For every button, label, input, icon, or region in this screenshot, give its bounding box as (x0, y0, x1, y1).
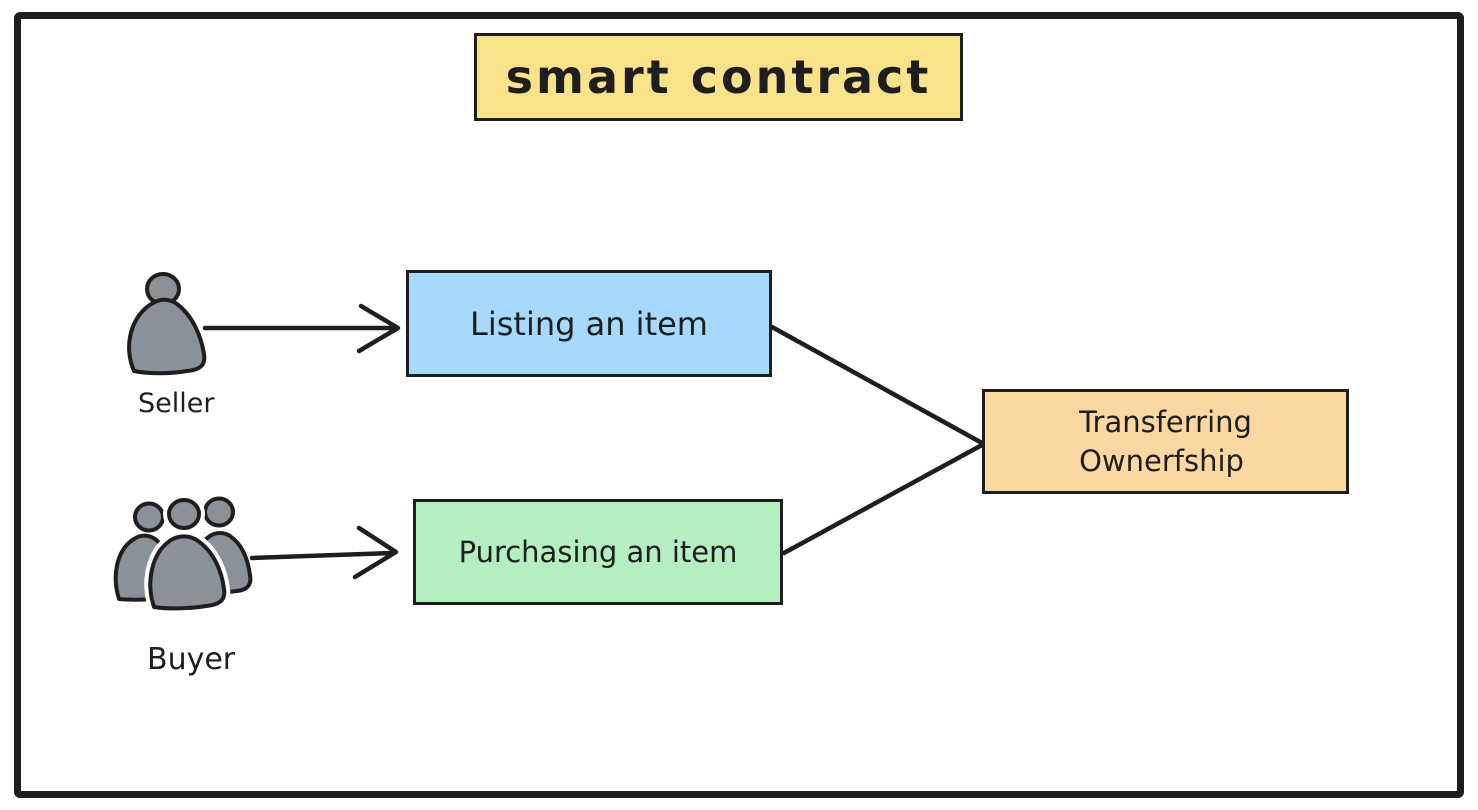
title-box: smart contract (474, 33, 963, 121)
purchasing-label: Purchasing an item (458, 535, 738, 569)
title-label: smart contract (505, 50, 932, 104)
buyer-to-purchasing-arrow (249, 525, 399, 580)
seller-label: Seller (138, 388, 215, 419)
buyer-label: Buyer (147, 642, 236, 677)
listing-to-transferring-line (769, 324, 985, 446)
people-icon (113, 494, 253, 615)
transferring-box: Transferring Ownerfship (982, 389, 1349, 494)
purchasing-to-transferring-line (781, 442, 985, 556)
seller-to-listing-arrow (202, 303, 401, 354)
person-icon (127, 272, 207, 376)
outer-border (14, 12, 1464, 798)
listing-label: Listing an item (470, 304, 708, 343)
listing-box: Listing an item (406, 270, 772, 377)
purchasing-box: Purchasing an item (413, 499, 783, 605)
transferring-label: Transferring Ownerfship (1079, 404, 1252, 478)
